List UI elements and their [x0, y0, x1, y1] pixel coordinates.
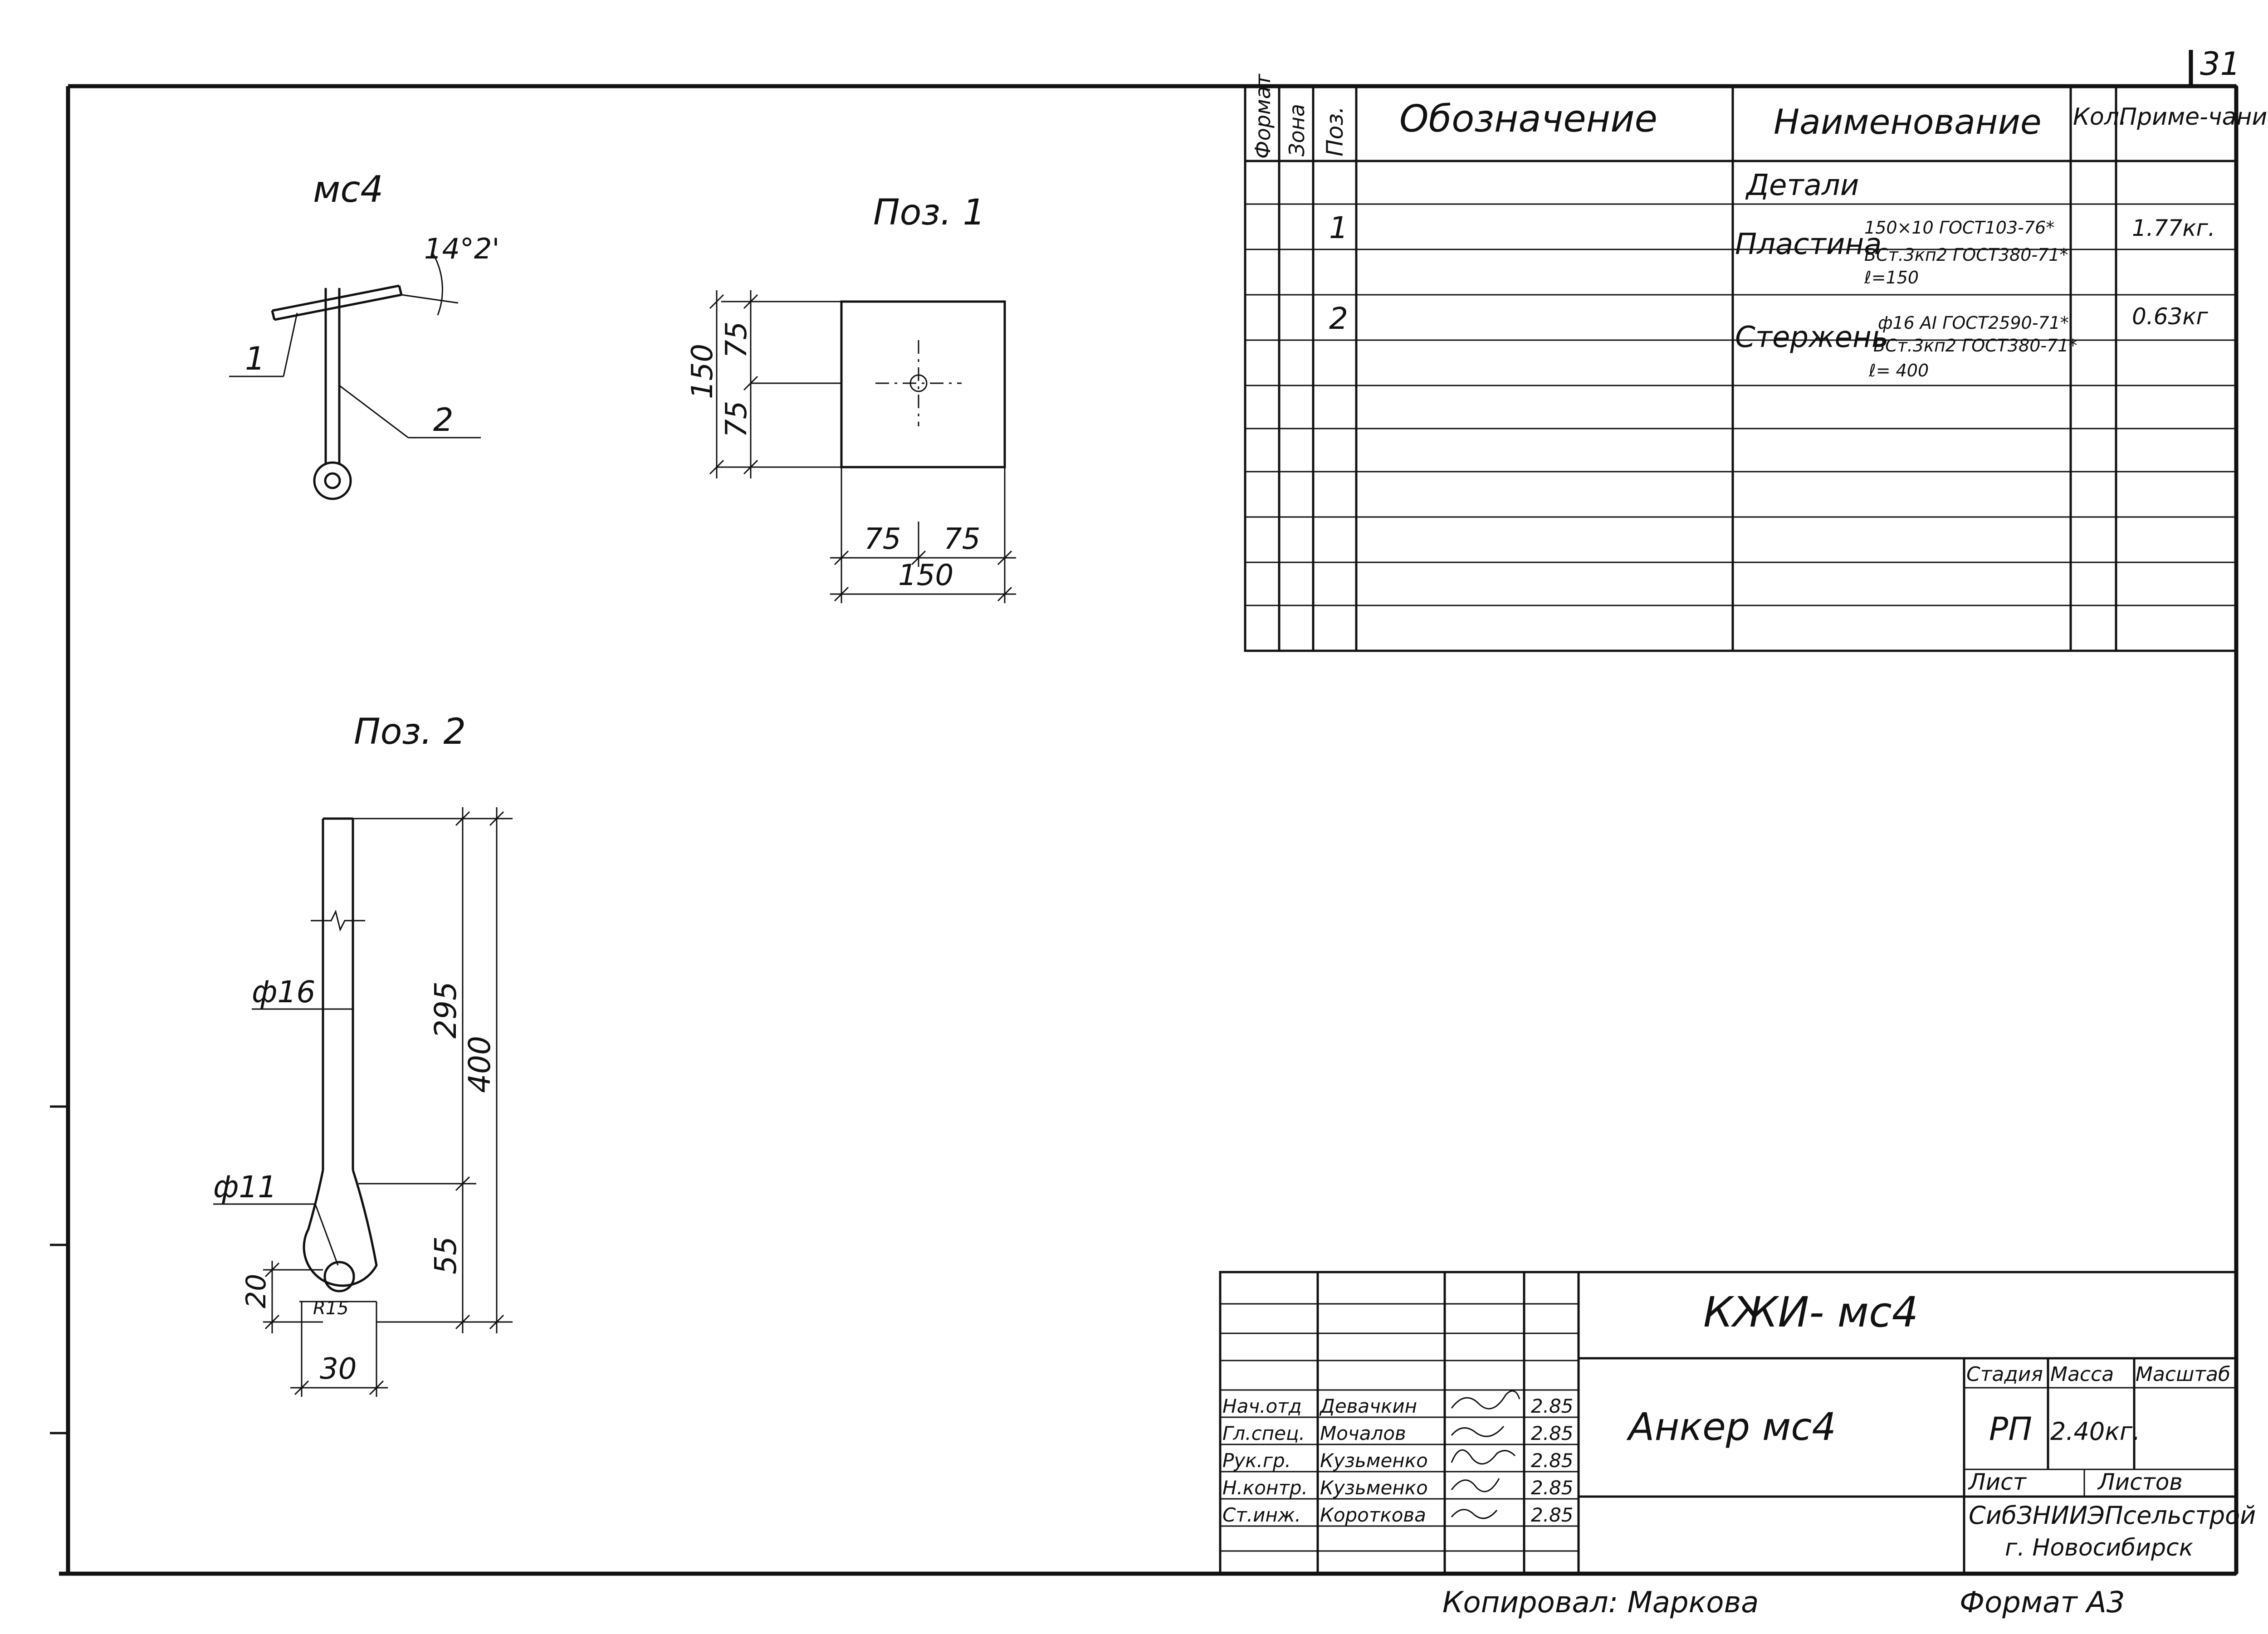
row2-spec-bottom: ℓ= 400: [1868, 361, 1929, 380]
sig-role-1: Нач.отд: [1222, 1395, 1302, 1417]
stamp-mass-header: Масса: [2050, 1363, 2114, 1386]
drawing-code: КЖИ- мс4: [1703, 1288, 1918, 1336]
plate-height-bottom: 75: [720, 401, 753, 438]
rod-view: Поз. 2 ф16 ф11 295 400 55 20 R15: [213, 712, 513, 1397]
header-qty: Кол.: [2073, 103, 2127, 131]
signature-rows: Нач.отд Девачкин 2.85 Гл.спец. Мочалов 2…: [1222, 1395, 1574, 1526]
stamp-stage: РП: [1989, 1410, 2032, 1448]
header-zone: Зона: [1285, 104, 1309, 156]
section-label: Детали: [1745, 169, 1859, 202]
stamp-mass: 2.40кг.: [2050, 1417, 2140, 1446]
eye-radius: R15: [313, 1298, 349, 1319]
stamp-sheets-label: Листов: [2097, 1469, 2183, 1495]
plate-width-right: 75: [943, 522, 980, 556]
header-name: Наименование: [1774, 102, 2042, 142]
handwritten-signatures: [1451, 1390, 1520, 1519]
pos1-label: Поз. 1: [873, 192, 985, 233]
sig-role-3: Рук.гр.: [1222, 1449, 1291, 1472]
sheet-number: 31: [2200, 45, 2240, 83]
sig-role-5: Ст.инж.: [1222, 1504, 1301, 1526]
row1-spec-top: 150×10 ГОСТ103-76*: [1864, 218, 2054, 238]
row1-spec-mid: ВСт.3кп2 ГОСТ380-71*: [1864, 245, 2068, 265]
sheet-format: Формат А3: [1960, 1586, 2125, 1619]
plate-width-total: 150: [898, 559, 953, 592]
city: г. Новосибирск: [2005, 1534, 2194, 1561]
assembly-view: мс4 14°2' 1 2: [229, 168, 499, 500]
stamp-sheet-label: Лист: [1968, 1469, 2027, 1495]
drawing-title: Анкер мс4: [1626, 1405, 1836, 1449]
sig-date-1: 2.85: [1531, 1395, 1574, 1417]
copied-by: Копировал: Маркова: [1442, 1586, 1759, 1619]
row1-name: Пластина: [1735, 228, 1882, 261]
callout-2: 2: [433, 401, 454, 439]
stamp-scale-header: Масштаб: [2136, 1363, 2230, 1386]
plate-height-total: 150: [686, 344, 719, 399]
hole-diameter: ф11: [213, 1170, 277, 1205]
row2-name: Стержень: [1735, 321, 1889, 354]
row2-note: 0.63кг: [2132, 303, 2209, 330]
rod-length: 295: [428, 981, 463, 1039]
row2-pos: 2: [1329, 301, 1348, 336]
sig-name-3: Кузьменко: [1320, 1449, 1428, 1472]
plate-width-left: 75: [864, 522, 901, 556]
eye-length: 55: [428, 1236, 463, 1274]
sig-name-4: Кузьменко: [1320, 1477, 1428, 1499]
sig-name-2: Мочалов: [1320, 1422, 1406, 1444]
row2-spec-mid: ВСт.3кп2 ГОСТ380-71*: [1873, 336, 2077, 356]
plate-view: Поз. 1 150 75 75 75 75 150: [686, 192, 1016, 603]
sig-role-4: Н.контр.: [1222, 1477, 1308, 1499]
stamp-stage-header: Стадия: [1966, 1363, 2043, 1386]
total-length: 400: [462, 1036, 497, 1093]
eye-offset: 20: [240, 1274, 272, 1308]
header-designation: Обозначение: [1399, 98, 1657, 141]
assembly-label: мс4: [313, 168, 383, 210]
eye-width: 30: [320, 1352, 357, 1386]
rod-diameter: ф16: [252, 975, 315, 1010]
row2-spec-top: ф16 AI ГОСТ2590-71*: [1878, 313, 2069, 333]
pos2-label: Поз. 2: [354, 712, 466, 752]
header-format: Формат: [1251, 73, 1275, 159]
sig-date-4: 2.85: [1531, 1477, 1574, 1499]
sig-name-1: Девачкин: [1319, 1395, 1417, 1417]
sig-role-2: Гл.спец.: [1222, 1422, 1305, 1444]
sig-date-3: 2.85: [1531, 1449, 1574, 1472]
angle-label: 14°2': [424, 232, 499, 265]
callout-1: 1: [245, 340, 265, 377]
row1-spec-bottom: ℓ=150: [1864, 268, 1919, 288]
specification-table: Формат Зона Поз. Обозначение Наименовани…: [1244, 73, 2268, 652]
organization: СибЗНИИЭПсельстрой: [1969, 1501, 2256, 1530]
plate-height-top: 75: [720, 322, 753, 358]
title-block: КЖИ- мс4 Анкер мс4 Стадия Масса Масштаб …: [1219, 1271, 2256, 1575]
row1-pos: 1: [1329, 210, 1348, 245]
sig-date-2: 2.85: [1531, 1422, 1574, 1444]
row1-note: 1.77кг.: [2132, 215, 2215, 241]
header-pos: Поз.: [1322, 106, 1348, 156]
header-note: Приме-чание: [2119, 103, 2268, 131]
sig-date-5: 2.85: [1531, 1504, 1574, 1526]
sig-name-5: Короткова: [1320, 1504, 1426, 1526]
